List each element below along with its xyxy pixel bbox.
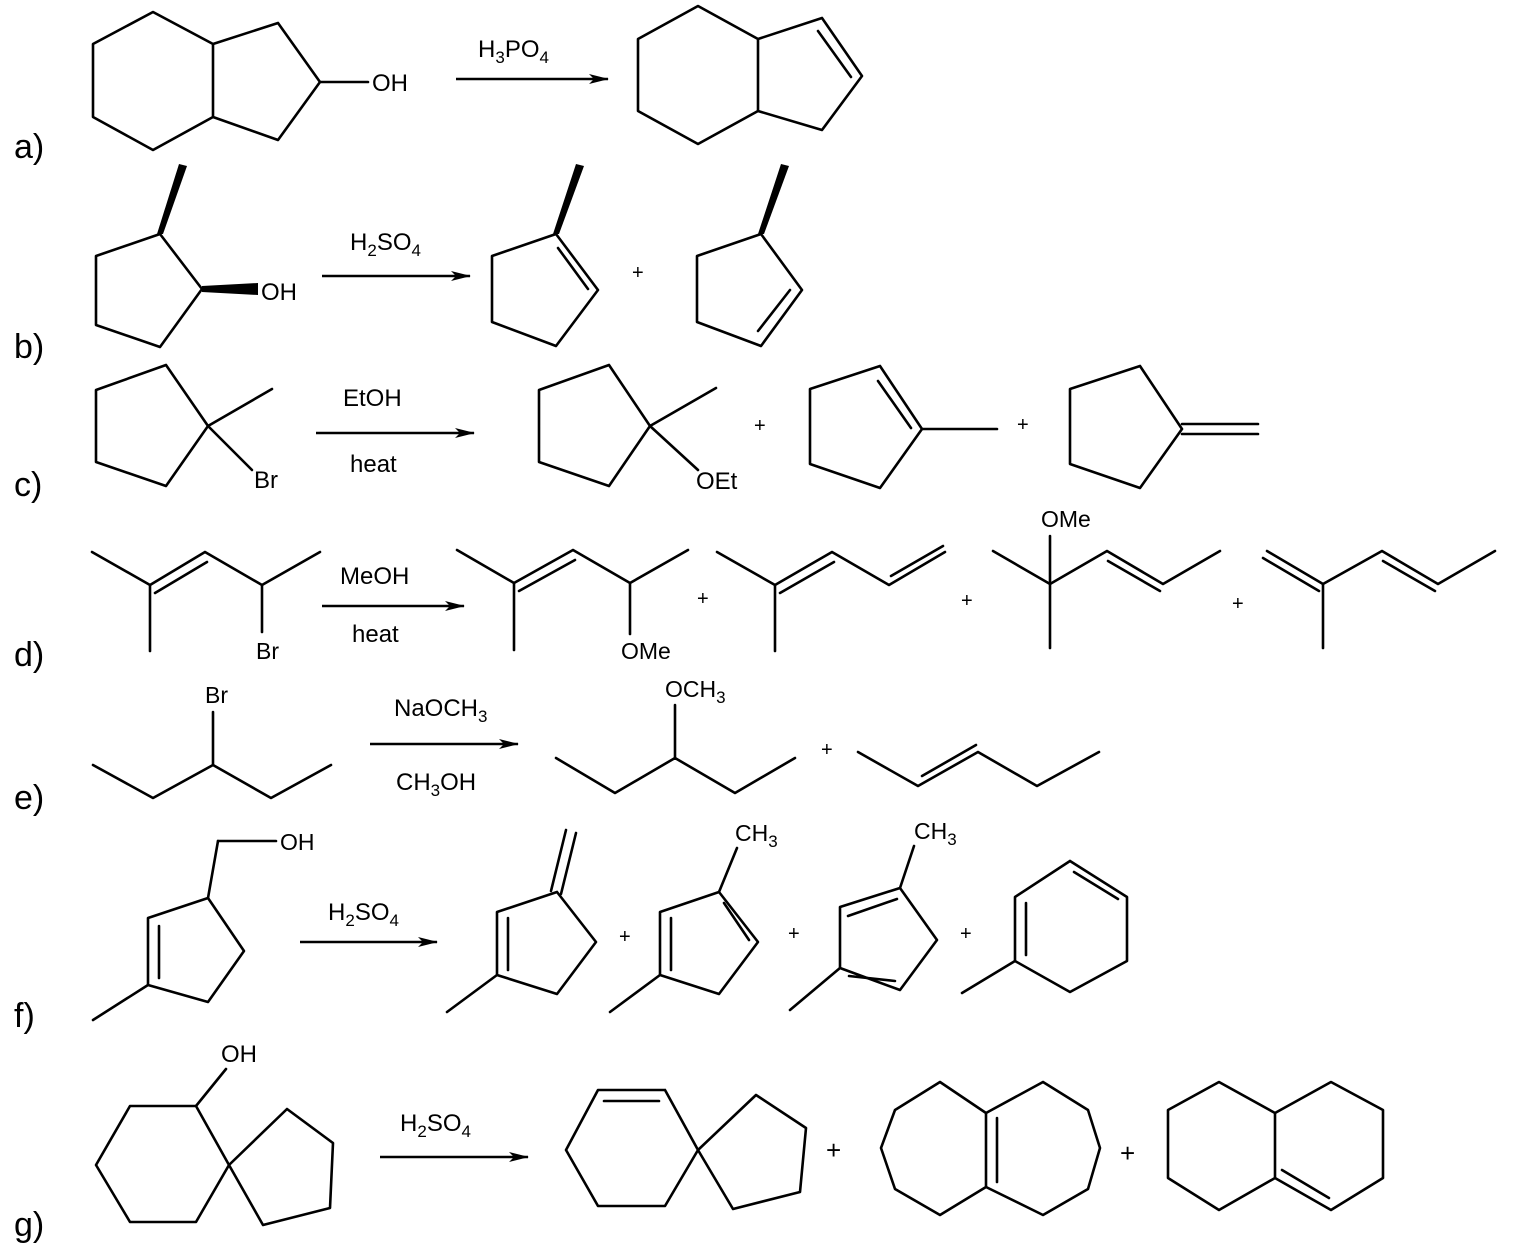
substrate-d-br: Br [256,638,279,664]
product-d1-allylic-ether: OMe [455,548,690,664]
product-c3-methylenecyclopentane [1068,364,1260,490]
reaction-a: a) OH H3PO4 [14,4,864,166]
product-b1-methylcyclopentene [490,164,600,348]
substrate-f-oh: OH [280,829,315,855]
svg-text:H2SO4: H2SO4 [350,229,421,260]
plus-g-1: + [826,1135,841,1165]
label-b: b) [14,328,44,366]
product-e1-och3: OCH3 [665,676,726,707]
reagent-c-heat: heat [350,451,397,478]
reagent-a: H3PO4 [478,36,549,67]
label-a: a) [14,128,44,166]
product-c2-methylcyclopentene [808,364,999,490]
product-d1-ome: OMe [621,638,671,664]
reaction-g: g) OH H2SO4 + + [14,1041,1385,1244]
substrate-b-oh: OH [261,279,297,306]
product-f1-methylene-cyclopentene [445,828,598,1014]
substrate-e-br: Br [205,682,228,708]
label-d: d) [14,636,44,674]
product-f4-methylcyclohexadiene [960,859,1129,995]
reaction-f: f) OH H2SO4 + CH3 + [14,818,1129,1035]
reagent-e-solvent: CH3OH [396,769,476,800]
reagent-e-base: NaOCH3 [394,695,487,726]
substrate-g-spirodecanol: OH [94,1041,335,1227]
substrate-c-br: Br [254,467,278,494]
label-g: g) [14,1206,44,1244]
reaction-b: b) OH H2SO4 + [14,164,804,366]
substrate-c-bromomethylcyclopentane: Br [94,363,278,494]
label-e: e) [14,779,44,817]
substrate-d-allylic-bromide: Br [90,550,322,664]
product-e1-methoxypentane: OCH3 [554,676,797,795]
product-d3-rearranged-ether: OMe [991,506,1222,650]
product-a-hexahydroindene [636,4,864,146]
plus-b-1: + [632,262,644,284]
product-d2-diene [715,544,947,653]
reagent-g: H2SO4 [400,1110,471,1141]
product-f3-dimethylcyclopentadiene: CH3 [788,818,957,1012]
product-d4-diene [1261,549,1497,650]
reagent-b: H2SO4 [350,229,421,260]
product-c1-ethoxymethylcyclopentane: OEt [537,363,738,495]
plus-e-1: + [821,739,833,761]
plus-f-2: + [788,923,800,945]
substrate-g-oh: OH [221,1041,257,1068]
product-g1-spirodecene [564,1088,808,1211]
plus-d-3: + [1232,593,1244,615]
plus-f-3: + [960,923,972,945]
plus-c-2: + [1017,414,1029,436]
substrate-e-3-bromopentane: Br [91,682,333,800]
plus-d-2: + [961,590,973,612]
label-c: c) [14,466,42,504]
substrate-f-cyclopentenylmethanol: OH [91,829,315,1022]
substrate-b-methylcyclopentanol: OH [94,164,297,349]
reaction-e: e) Br NaOCH3 CH3OH OCH3 + [14,676,1101,817]
product-g3-octahydronaphthalene [1166,1080,1385,1212]
svg-text:H3PO4: H3PO4 [478,36,549,67]
product-b2-methylcyclopentene [695,164,804,348]
substrate-a-octahydroindenol: OH [91,10,408,152]
label-f: f) [14,997,35,1035]
product-f3-ch3: CH3 [914,818,957,849]
product-f2-ch3: CH3 [735,820,778,851]
product-c1-oet: OEt [696,468,738,495]
product-d3-ome: OMe [1041,506,1091,532]
product-f2-dimethylcyclopentadiene: CH3 [608,820,778,1014]
plus-c-1: + [754,415,766,437]
reaction-d: d) Br MeOH heat OMe + + [14,506,1497,674]
plus-f-1: + [619,926,631,948]
plus-d-1: + [697,588,709,610]
reagent-d-heat: heat [352,621,399,648]
product-e2-2-pentene [856,743,1101,788]
reagent-c-solvent: EtOH [343,385,402,412]
substrate-a-oh: OH [372,70,408,97]
reaction-c: c) Br EtOH heat OEt + + [14,363,1260,504]
plus-g-2: + [1120,1138,1135,1168]
product-g2-octahydronaphthalene [879,1080,1102,1217]
reagent-f: H2SO4 [328,899,399,930]
reagent-d-solvent: MeOH [340,563,409,590]
